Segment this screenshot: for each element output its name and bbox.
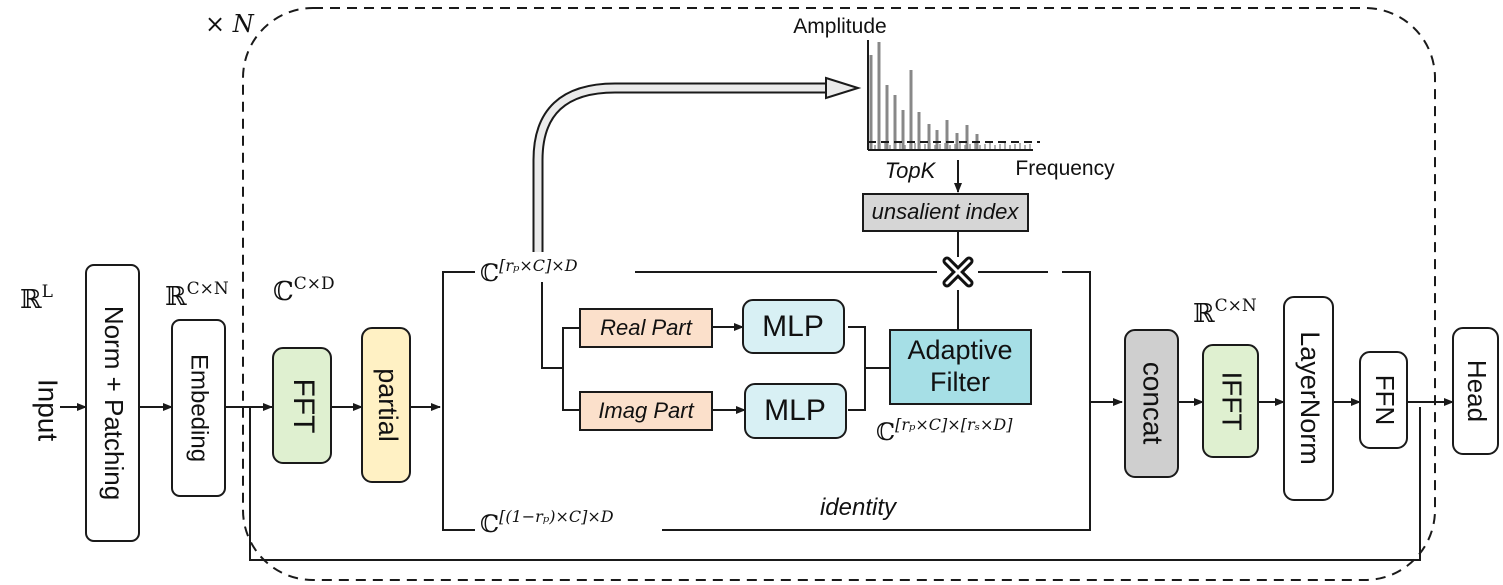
adaptive-filter-line2: Filter [930, 367, 990, 397]
spectrum-arrow-fill [534, 84, 828, 252]
mlp-bottom-label: MLP [764, 394, 826, 427]
mlp-top-label: MLP [762, 310, 824, 343]
top-branch-to-concat [1062, 271, 1123, 406]
concat-box [1124, 329, 1179, 478]
adaptive-filter-box [889, 329, 1032, 405]
head-label: Head [1462, 360, 1492, 422]
real-part-label: Real Part [600, 315, 693, 340]
unsalient-index-box [862, 193, 1029, 232]
embedding-dim-label: ℝC×N [165, 279, 229, 312]
bottom-branch-dim-label: ℂ[(1−rₚ)×C]×D [480, 507, 614, 538]
topk-label: TopK [885, 158, 937, 183]
identity-label: identity [820, 494, 898, 521]
mlp-merge-bracket [848, 326, 866, 411]
concat-label: concat [1138, 362, 1169, 445]
head-box [1452, 327, 1499, 455]
imag-part-label: Imag Part [598, 398, 694, 423]
frequency-label: Frequency [1015, 157, 1115, 180]
adaptive-filter-line1: Adaptive [907, 335, 1012, 365]
ifft-label: IFFT [1217, 371, 1248, 430]
layernorm-label: LayerNorm [1295, 331, 1325, 465]
real-imag-bracket [562, 327, 580, 411]
multiply-icon [942, 256, 974, 288]
mlp-top-box [742, 299, 845, 354]
input-label: Input [33, 379, 64, 441]
imag-part-box [579, 391, 713, 431]
layernorm-box [1283, 296, 1334, 501]
ifft-dim-label: ℝC×N [1193, 296, 1257, 329]
fft-box [272, 347, 332, 464]
ffn-box [1359, 351, 1408, 449]
partial-box [361, 327, 411, 483]
fft-label: FFT [287, 379, 320, 434]
ffn-label: FFN [1370, 375, 1400, 426]
repeat-label: × N [205, 10, 255, 38]
residual-connection [249, 407, 1421, 561]
embedding-label: Embeding [186, 354, 213, 462]
amplitude-label: Amplitude [793, 15, 886, 38]
spectrum-arrow-outline [532, 82, 828, 252]
spectrum-arrow-head [825, 76, 862, 100]
identity-line [662, 402, 1091, 531]
partial-label: partial [373, 368, 403, 442]
unsalient-index-label: unsalient index [872, 199, 1020, 224]
fft-dim-label: ℂC×D [273, 274, 335, 307]
adaptive-filter-dim-label: ℂ[rₚ×C]×[rₛ×D] [876, 415, 1013, 446]
top-branch-dim-label: ℂ[rₚ×C]×D [480, 256, 578, 287]
norm-patching-label: Norm + Patching [99, 306, 129, 500]
repeat-region [242, 7, 1436, 581]
input-dim-label: ℝL [20, 282, 53, 315]
split-bracket [442, 271, 475, 531]
mlp-bottom-box [744, 383, 847, 439]
spectrum-bars [867, 40, 1031, 150]
branch-drop [541, 282, 563, 369]
norm-patching-box [85, 264, 140, 542]
